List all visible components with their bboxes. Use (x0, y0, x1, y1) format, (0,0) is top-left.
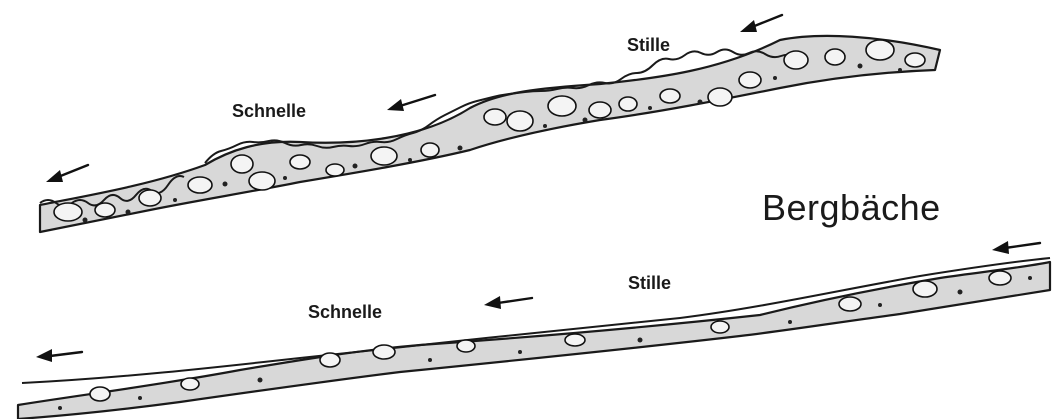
lower-rapid-label: Schnelle (308, 302, 382, 322)
upper-pool-label: Stille (627, 35, 670, 55)
lower-streambed (18, 262, 1050, 419)
upper-flow-arrow-3 (740, 15, 782, 32)
upper-flow-arrow-2 (387, 95, 435, 111)
upper-flow-arrow-1 (46, 165, 88, 182)
lower-stream-profile: Schnelle Stille (18, 241, 1050, 419)
lower-pool-label: Stille (628, 273, 671, 293)
lower-water-surface (22, 258, 1050, 383)
upper-rapid-label: Schnelle (232, 101, 306, 121)
lower-flow-arrow-2 (484, 296, 532, 309)
lower-flow-arrow-3 (992, 241, 1040, 254)
lower-flow-arrow-1 (36, 349, 82, 362)
diagram-title: Bergbäche (762, 187, 941, 228)
